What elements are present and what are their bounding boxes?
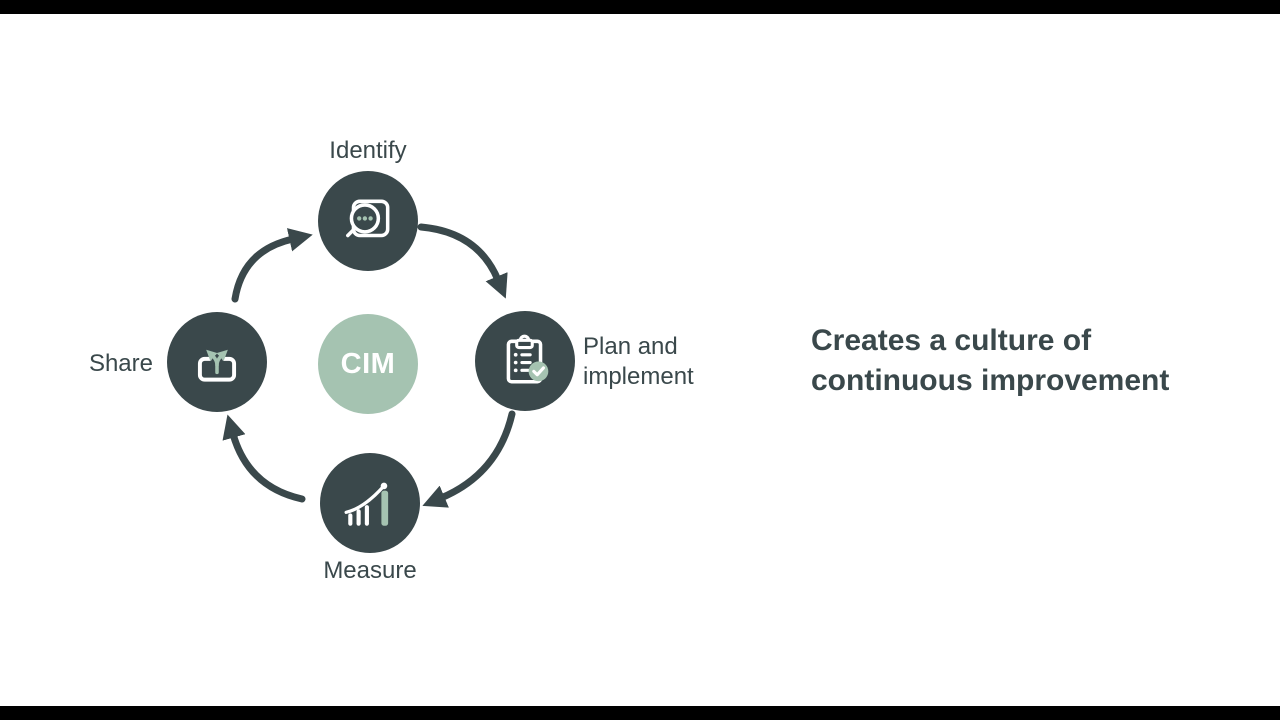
identify-node	[318, 171, 418, 271]
share-label: Share	[88, 350, 153, 377]
cim-center-badge: CIM	[318, 314, 418, 414]
letterbox-top-bar	[0, 0, 1280, 14]
share-branch-icon	[197, 349, 237, 382]
plan-node	[475, 311, 575, 411]
arrow-share-to-identify	[231, 228, 313, 303]
arrow-identify-to-plan	[417, 223, 508, 299]
plan-label: Plan and implement	[583, 333, 694, 390]
measure-label: Measure	[323, 557, 417, 584]
identify-label: Identify	[329, 137, 407, 164]
magnifier-document-icon	[346, 199, 390, 238]
letterbox-bottom-bar	[0, 706, 1280, 720]
headline-line-2: continuous improvement	[811, 364, 1170, 397]
cim-label: CIM	[340, 347, 396, 380]
bar-chart-icon	[344, 482, 389, 526]
headline: Creates a culture of continuous improvem…	[811, 321, 1211, 401]
clipboard-check-icon	[506, 334, 549, 384]
measure-node	[320, 453, 420, 553]
share-node	[167, 312, 267, 412]
headline-line-1: Creates a culture of	[811, 324, 1092, 357]
arrow-plan-to-measure	[422, 410, 516, 508]
arrow-measure-to-share	[222, 414, 306, 503]
